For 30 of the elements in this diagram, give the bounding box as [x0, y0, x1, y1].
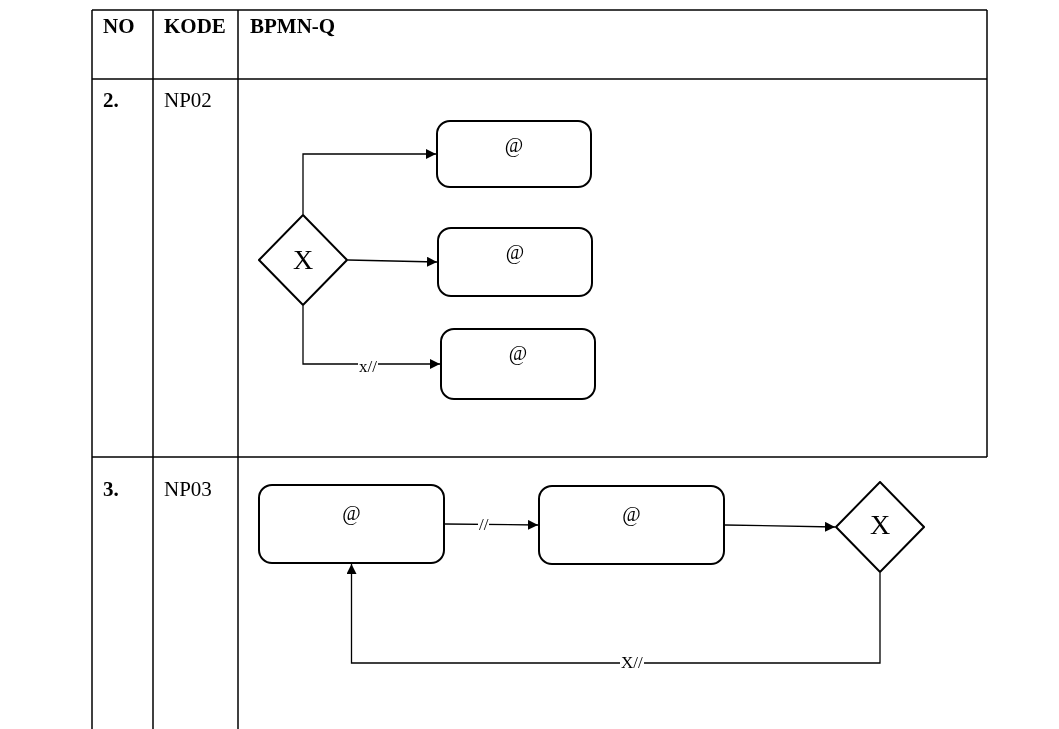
task-label: @	[503, 134, 525, 157]
edge-label: X//	[620, 654, 644, 671]
column-header: BPMN-Q	[250, 14, 336, 39]
row-number: 2.	[103, 88, 119, 113]
column-header: KODE	[164, 14, 226, 39]
task-box	[436, 120, 592, 188]
task-box	[258, 484, 445, 564]
edge-label: //	[478, 516, 490, 533]
arrow	[302, 149, 437, 215]
gateway-label: X	[868, 509, 892, 541]
task-label: @	[621, 503, 642, 526]
gateway-label: X	[291, 244, 315, 276]
arrow	[347, 256, 438, 267]
gateway-diamond	[258, 214, 348, 306]
edge-label: x//	[358, 358, 378, 375]
process-code: NP03	[164, 477, 212, 502]
column-header: NO	[103, 14, 135, 39]
arrow	[724, 521, 836, 532]
task-box	[538, 485, 725, 565]
task-label: @	[341, 502, 362, 525]
arrow	[302, 305, 441, 369]
task-label: @	[507, 342, 529, 365]
task-box	[437, 227, 593, 297]
row-number: 3.	[103, 477, 119, 502]
arrow	[444, 519, 539, 530]
process-code: NP02	[164, 88, 212, 113]
gateway-diamond	[835, 481, 925, 573]
task-label: @	[504, 241, 526, 264]
task-box	[440, 328, 596, 400]
arrow	[346, 563, 881, 664]
